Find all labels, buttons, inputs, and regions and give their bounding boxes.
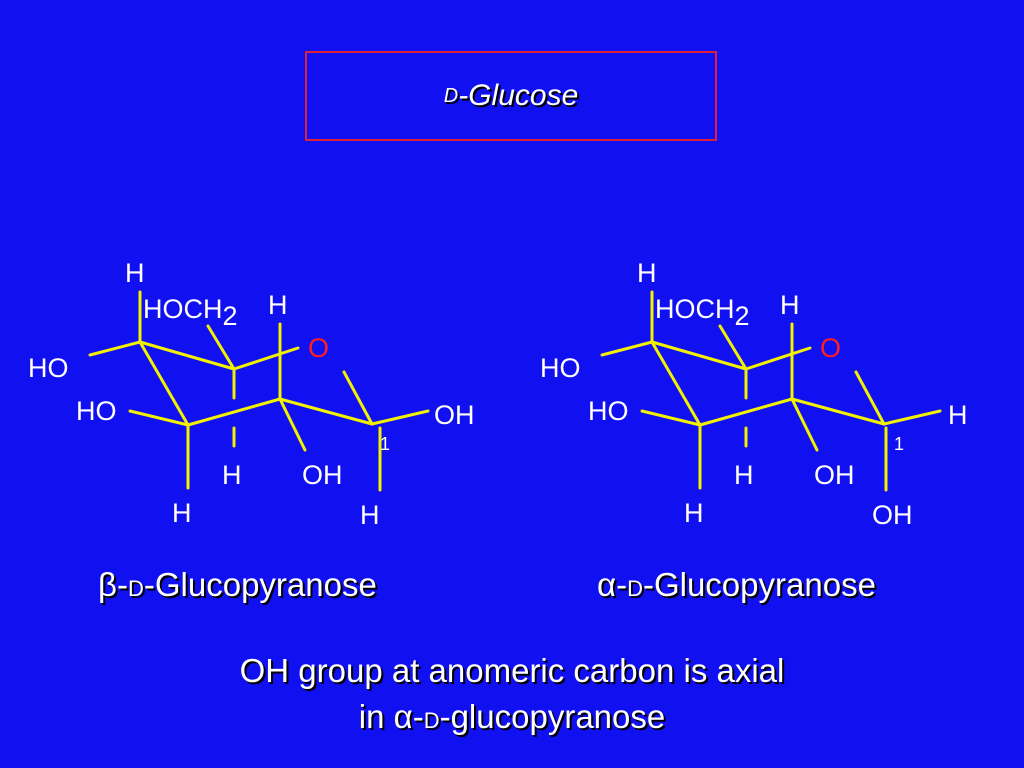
alpha-h-c2: H	[734, 460, 754, 490]
beta-bond-c2-c3	[186, 397, 282, 427]
note-line-2-text: -glucopyranose	[439, 698, 666, 735]
alpha-ho-c4: HO	[540, 353, 581, 383]
alpha-caption-dash: -	[616, 566, 628, 603]
alpha-caption-d-prefix: D	[627, 576, 643, 601]
beta-glucopyranose-structure: H HOCH2 H O HO HO OH 1 H OH H H	[28, 258, 475, 530]
alpha-bond-c2-oh	[790, 397, 819, 452]
alpha-carbon-number-1: 1	[894, 434, 904, 454]
note-line-2-greek: α	[393, 698, 413, 735]
alpha-bond-c1-c2	[790, 397, 886, 426]
beta-caption-greek: β	[98, 566, 117, 603]
beta-bond-o-c1	[342, 370, 374, 426]
beta-h-top: H	[125, 258, 145, 288]
note-line-2-d-prefix: D	[423, 708, 440, 733]
alpha-bond-c4-c5	[650, 340, 748, 371]
beta-ring-oxygen: O	[308, 333, 329, 363]
alpha-h-top: H	[637, 258, 657, 288]
alpha-bond-c3-ho	[640, 409, 702, 427]
note-line-2-dash: -	[412, 698, 424, 735]
beta-bond-c1-oh-eq	[370, 409, 430, 426]
alpha-caption-text: -Glucopyranose	[642, 566, 876, 603]
alpha-glucopyranose-structure: H HOCH2 H O HO HO H 1 H OH H OH	[540, 258, 968, 530]
alpha-oh-c2: OH	[814, 460, 855, 490]
note-line-1: OH group at anomeric carbon is axial	[239, 652, 785, 689]
alpha-bond-c3-c4	[650, 340, 702, 427]
beta-bond-c4-c5	[138, 340, 236, 371]
alpha-caption-greek: α	[597, 566, 617, 603]
beta-bond-c4-ho	[88, 340, 142, 357]
alpha-bond-c1-h-eq	[882, 409, 942, 426]
beta-bond-c5-ch2oh	[206, 324, 236, 371]
title-text: -Glucose	[458, 79, 579, 112]
beta-bond-c2-oh	[278, 397, 307, 452]
alpha-caption: α-D-Glucopyranose	[597, 566, 876, 604]
beta-caption: β-D-Glucopyranose	[98, 566, 377, 604]
beta-hoch2: HOCH2	[143, 294, 238, 331]
beta-ho-c3: HO	[76, 396, 117, 426]
alpha-bond-c2-c3	[698, 397, 794, 427]
alpha-h-c3: H	[684, 498, 704, 528]
alpha-h-c5: H	[780, 290, 800, 320]
beta-h-c3: H	[172, 498, 192, 528]
beta-ho-c4: HO	[28, 353, 69, 383]
beta-bond-c3-ho	[128, 409, 190, 427]
beta-caption-d-prefix: D	[127, 576, 144, 601]
beta-h-c5: H	[268, 290, 288, 320]
alpha-bond-c5-o	[744, 346, 812, 371]
beta-carbon-number-1: 1	[380, 434, 390, 454]
beta-bond-c1-c2	[278, 397, 374, 426]
alpha-ring-oxygen: O	[820, 333, 841, 363]
beta-bond-c5-o	[232, 346, 300, 371]
beta-caption-dash: -	[116, 566, 128, 603]
beta-oh-c2: OH	[302, 460, 343, 490]
alpha-bond-o-c1	[854, 370, 886, 426]
title-box: D-Glucose	[305, 51, 717, 141]
alpha-h-c1: H	[948, 400, 968, 430]
anomeric-note: OH group at anomeric carbon is axial in …	[0, 648, 1024, 744]
beta-bond-c3-c4	[138, 340, 190, 427]
alpha-bond-c5-ch2oh	[718, 324, 748, 371]
note-line-2-pre: in	[358, 698, 394, 735]
title-d-prefix: D	[443, 84, 459, 107]
beta-oh-c1: OH	[434, 400, 475, 430]
beta-h-c1: H	[360, 500, 380, 530]
note-line-2: in α-D-glucopyranose	[0, 694, 1024, 744]
alpha-oh-c1: OH	[872, 500, 913, 530]
beta-caption-text: -Glucopyranose	[143, 566, 377, 603]
beta-h-c2: H	[222, 460, 242, 490]
alpha-bond-c4-ho	[600, 340, 654, 357]
alpha-hoch2: HOCH2	[655, 294, 750, 331]
alpha-ho-c3: HO	[588, 396, 629, 426]
